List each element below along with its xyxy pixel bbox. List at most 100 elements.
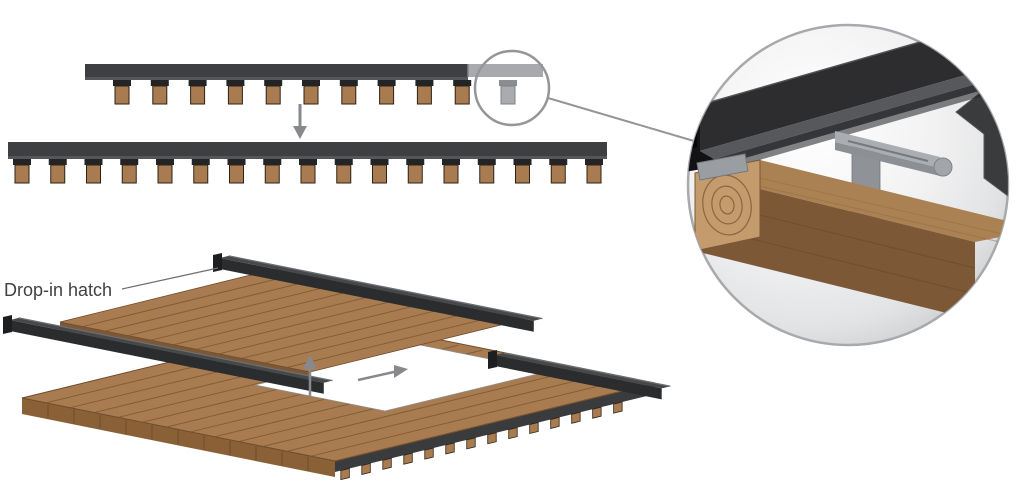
lug-cap: [334, 159, 353, 165]
edge-lug: [445, 442, 455, 455]
edge-lug: [340, 468, 350, 481]
board-line: [264, 309, 480, 364]
rail-top-face: [495, 352, 671, 389]
rail-profile: [688, 25, 1004, 173]
lug-cap: [120, 159, 139, 165]
wood-lug: [550, 164, 566, 184]
board-line: [196, 296, 412, 350]
edge-lug: [424, 447, 434, 460]
wood-batten: [694, 153, 1008, 320]
lug-cap: [13, 159, 31, 165]
lower-rail-cross-section: [8, 142, 607, 184]
lug-cap: [226, 80, 245, 86]
board-line: [150, 287, 366, 341]
lower-rail-lugs: [13, 159, 603, 184]
wood-lug: [454, 85, 470, 105]
drop-in-hatch-label: Drop-in hatch: [4, 280, 112, 300]
lug-cap: [299, 159, 317, 165]
lug-cap: [227, 159, 246, 165]
edge-lug: [529, 421, 539, 435]
wood-lug: [407, 164, 423, 184]
wood-lug: [50, 164, 66, 184]
lug-cap: [84, 159, 103, 165]
wood-lug: [114, 85, 130, 105]
hatch-rails: [3, 253, 543, 394]
deck-rail: [488, 350, 671, 400]
edge-lug: [613, 401, 623, 414]
board-line: [105, 277, 321, 332]
new-segment-lug: [499, 80, 517, 105]
wood-lug: [586, 164, 602, 184]
rail-end-cap: [3, 315, 12, 334]
board-line: [173, 291, 389, 346]
lug-cap: [191, 159, 210, 165]
wood-lug: [265, 85, 281, 105]
wood-lug: [86, 164, 101, 184]
wood-lug: [479, 164, 495, 184]
lug-cap: [264, 80, 283, 86]
upper-rail-cross-section: [85, 64, 543, 105]
lug-cap: [263, 159, 282, 165]
board-line: [286, 373, 603, 452]
lug-cap: [339, 80, 358, 86]
upper-rail-lugs: [113, 80, 472, 105]
wood-lug: [416, 85, 432, 105]
wood-lug: [193, 164, 209, 184]
rail-top-face: [10, 317, 333, 383]
wood-lug: [227, 85, 243, 105]
board-line: [82, 273, 298, 328]
edge-lug: [466, 437, 476, 450]
rail-top-face: [220, 255, 543, 321]
lug-cap: [442, 159, 460, 165]
segment-joint: [467, 64, 469, 77]
rail-end-cap: [213, 253, 222, 272]
lug-cap: [549, 159, 568, 165]
wood-lug: [152, 85, 168, 105]
rail-front-face: [10, 320, 324, 394]
wood-lug: [500, 85, 516, 105]
lug-cap: [188, 80, 207, 86]
lower-rail-lip: [8, 156, 607, 159]
wood-lug: [14, 164, 30, 184]
lug-cap: [415, 80, 434, 86]
edge-lug: [361, 462, 371, 475]
rail-front-face: [220, 258, 534, 332]
wood-lug: [300, 164, 316, 184]
lug-cap: [370, 159, 389, 165]
edge-lug: [403, 452, 413, 465]
edge-lug: [571, 411, 581, 424]
wood-lug: [190, 85, 206, 105]
board-line: [262, 369, 579, 447]
lug-cap: [48, 159, 67, 165]
lift-arrow-icon: [303, 355, 317, 396]
deck-edge-lugs: [340, 401, 623, 481]
lower-rail-bar: [8, 142, 607, 156]
edge-lug: [550, 416, 560, 429]
lug-cap: [499, 80, 517, 86]
wood-lug: [264, 164, 280, 184]
wood-lug: [303, 85, 319, 105]
rail-lip: [18, 317, 333, 382]
deck-front-rail-band: [335, 383, 655, 472]
wood-lug: [372, 164, 387, 184]
wood-lug: [336, 164, 352, 184]
lug-cap: [513, 159, 532, 165]
board-line: [218, 300, 435, 355]
board-line: [127, 282, 344, 337]
deck-panel: [21, 319, 671, 481]
lug-cap: [150, 80, 169, 86]
hatch-board-lines: [82, 273, 503, 368]
detail-circle: [686, 23, 1010, 347]
wood-lug: [121, 164, 137, 184]
lug-cap: [453, 80, 472, 86]
lug-cap: [156, 159, 174, 165]
drop-in-hatch-panel: [3, 253, 543, 394]
edge-lug: [487, 432, 497, 445]
lug-cap: [406, 159, 425, 165]
wood-lug: [341, 85, 357, 105]
wood-lug: [443, 164, 459, 184]
edge-lug: [382, 457, 392, 470]
wood-lug: [229, 164, 244, 184]
